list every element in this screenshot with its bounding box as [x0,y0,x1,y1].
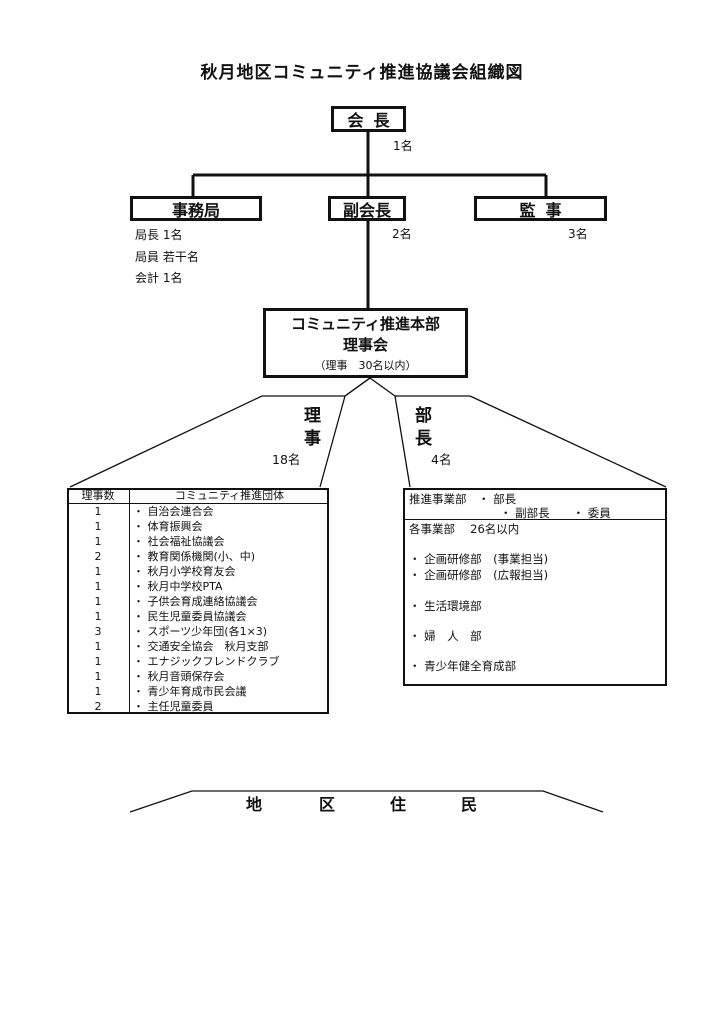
director-count: 1 [67,684,130,699]
board-of-directors-label: 理事会 [342,336,388,354]
table-row: 1・ 体育振興会 [67,519,329,534]
department-item: ・ 生活環境部 [409,599,482,613]
group-name: ・ 教育関係機関(小、中) [133,550,256,563]
group-name: ・ 主任児童委員 [133,700,214,713]
department-item: ・ 婦 人 部 [409,629,482,643]
table-row: 1・ 子供会育成連絡協議会 [67,594,329,609]
residents-char: 民 [461,795,478,814]
table-row: 1・ 秋月音頭保存会 [67,669,329,684]
department-item: ・ 企画研修部 (事業担当) [409,552,549,566]
page-title: 秋月地区コミュニティ推進協議会組織図 [200,63,524,83]
department-heads-char: 部 [415,406,432,426]
table-row: 1・ 自治会連合会 [67,503,329,519]
auditor-box: 監事 [474,196,607,221]
chairman-count: 1名 [393,139,413,153]
secretariat-box: 事務局 [130,196,262,221]
director-count: 1 [67,654,130,669]
auditor-count: 3名 [568,227,588,241]
director-count: 1 [67,639,130,654]
group-name: ・ 秋月中学校PTA [133,580,223,593]
secretariat-member: 会計 1名 [135,271,183,285]
directors-char: 理 [304,406,321,426]
director-count: 1 [67,609,130,624]
secretariat-member: 局長 1名 [135,228,183,242]
table-row: 3・ スポーツ少年団(各1×3) [67,624,329,639]
group-name: ・ スポーツ少年団(各1×3) [133,625,268,638]
residents-char: 地 [246,795,263,814]
headquarters-title: コミュニティ推進本部 [290,315,441,333]
table-row: 1・ 秋月小学校育友会 [67,564,329,579]
table-row: 2・ 主任児童委員 [67,699,329,714]
group-name: ・ 秋月音頭保存会 [133,670,225,683]
vice-chairman-count: 2名 [392,227,412,241]
departments-total: 各事業部 26名以内 [409,522,520,536]
department-item: ・ 企画研修部 (広報担当) [409,568,549,582]
board-size-note: （理事 30名以内） [314,359,417,372]
groups-table: 理事数 コミュニティ推進団体 1・ 自治会連合会 1・ 体育振興会 1・ 社会福… [67,488,329,714]
column-header-groups: コミュニティ推進団体 [129,488,329,504]
director-count: 1 [67,534,130,549]
departments-header-line2: ・ 副部長 ・ 委員 [500,506,611,520]
group-name: ・ 秋月小学校育友会 [133,565,236,578]
department-heads-count: 4名 [431,452,452,467]
director-count: 3 [67,624,130,639]
director-count: 1 [67,579,130,594]
table-row: 2・ 教育関係機関(小、中) [67,549,329,564]
table-row: 1・ 民生児童委員協議会 [67,609,329,624]
group-name: ・ 青少年育成市民会議 [133,685,247,698]
departments-divider [405,519,665,520]
director-count: 1 [67,594,130,609]
director-count: 1 [67,669,130,684]
table-row: 1・ 交通安全協会 秋月支部 [67,639,329,654]
table-row: 1・ 青少年育成市民会議 [67,684,329,699]
director-count: 1 [67,564,130,579]
table-row: 1・ 社会福祉協議会 [67,534,329,549]
departments-header-line1: 推進事業部 ・ 部長 [409,492,517,506]
group-name: ・ エナジックフレンドクラブ [133,655,280,668]
group-name: ・ 自治会連合会 [133,505,214,518]
residents-char: 住 [390,795,407,814]
directors-count: 18名 [272,452,301,467]
column-header-directors: 理事数 [67,488,130,504]
headquarters-box: コミュニティ推進本部 理事会 （理事 30名以内） [263,308,468,378]
group-name: ・ 社会福祉協議会 [133,535,225,548]
departments-box: 推進事業部 ・ 部長 ・ 副部長 ・ 委員 各事業部 26名以内 ・ 企画研修部… [403,488,667,686]
department-heads-char: 長 [415,429,432,449]
vice-chairman-box: 副会長 [328,196,406,221]
group-name: ・ 子供会育成連絡協議会 [133,595,258,608]
department-item: ・ 青少年健全育成部 [409,659,517,673]
director-count: 2 [67,549,130,564]
directors-char: 事 [304,429,321,449]
group-name: ・ 民生児童委員協議会 [133,610,247,623]
group-name: ・ 体育振興会 [133,520,203,533]
director-count: 1 [67,503,130,519]
table-row: 1・ エナジックフレンドクラブ [67,654,329,669]
group-name: ・ 交通安全協会 秋月支部 [133,640,269,653]
chairman-box: 会長 [331,106,406,132]
residents-char: 区 [319,795,336,814]
secretariat-member: 局員 若干名 [135,250,199,264]
director-count: 1 [67,519,130,534]
table-row: 1・ 秋月中学校PTA [67,579,329,594]
director-count: 2 [67,699,130,714]
